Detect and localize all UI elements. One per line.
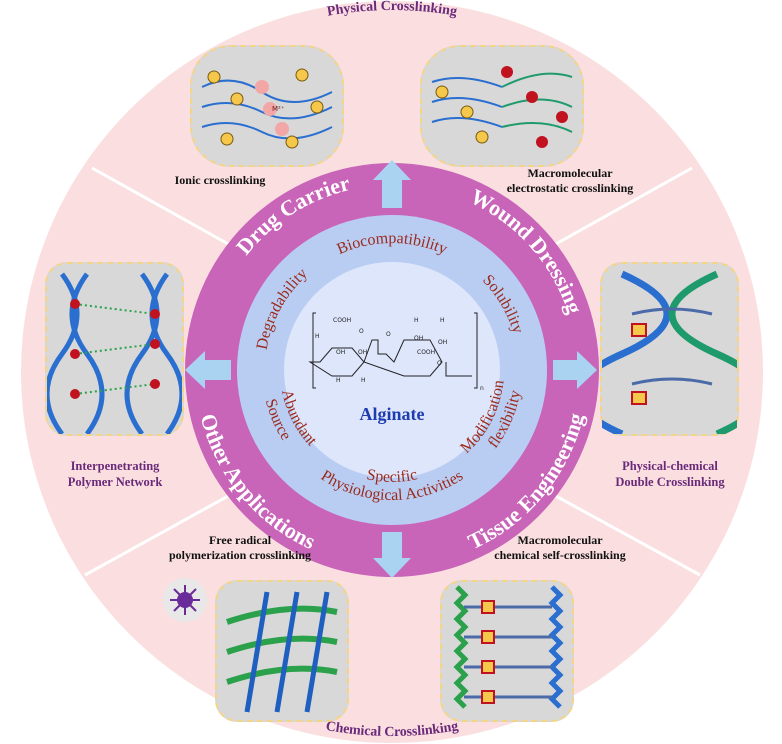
electrostatic-illustration [431, 66, 573, 148]
n-label: n [480, 385, 484, 392]
label-ionic: Ionic crosslinking [174, 173, 266, 187]
oh-label: OH [414, 335, 423, 342]
h-label: H [336, 377, 341, 384]
o-label: O [437, 360, 442, 367]
panel-ionic: M²⁺ [190, 45, 344, 167]
label-line: electrostatic crosslinking [506, 181, 634, 195]
ipn-illustration [47, 272, 182, 434]
prop-specific: Specific [365, 466, 419, 486]
ionic-illustration: M²⁺ [201, 68, 333, 149]
oh-label: OH [358, 349, 367, 356]
label-line: Polymer Network [67, 475, 163, 489]
h-label: H [414, 317, 419, 324]
label-line: Macromolecular [527, 166, 613, 180]
label-line: chemical self-crosslinking [494, 548, 626, 562]
o-label: O [386, 331, 391, 338]
arrow-left-icon [185, 351, 231, 389]
double-crosslinking-illustration [602, 270, 737, 434]
panel-double [600, 262, 739, 436]
label-line: Double Crosslinking [615, 475, 725, 489]
arrow-right-icon [553, 351, 597, 389]
core-circle [284, 262, 500, 478]
panel-self-crosslinking [440, 580, 574, 722]
ion-label: M²⁺ [272, 105, 285, 113]
cooh-label: COOH [333, 317, 351, 324]
center-title: Alginate [360, 404, 425, 424]
label-line: Macromolecular [517, 533, 603, 547]
cooh-label: COOH [417, 349, 435, 356]
panel-ipn [45, 262, 184, 436]
label-line: Free radical [208, 533, 272, 547]
label-line: Interpenetrating [70, 459, 160, 473]
o-label: O [359, 328, 364, 335]
label-line: Physical-chemical [622, 459, 718, 473]
physical-crosslinking-label: Physical Crosslinking [326, 0, 458, 20]
alginate-structure: COOH OH OH O O COOH OH OH O H H H H H n [308, 312, 484, 392]
arrows [185, 160, 597, 578]
panel-electrostatic [420, 45, 584, 167]
oh-label: OH [336, 349, 345, 356]
h-label: H [315, 333, 320, 340]
free-radical-illustration [226, 591, 338, 713]
divider-lines [84, 166, 701, 577]
panel-free-radical [215, 580, 349, 722]
oh-label: OH [438, 339, 447, 346]
chemical-crosslinking-label: Chemical Crosslinking [325, 719, 460, 740]
arrow-up-icon [373, 160, 411, 208]
arrow-down-icon [373, 532, 411, 578]
self-crosslinking-illustration [453, 585, 564, 709]
h-label: H [440, 317, 445, 324]
radical-sun-icon [163, 578, 207, 622]
label-line: polymerization crosslinking [168, 548, 312, 562]
h-label: H [361, 377, 366, 384]
